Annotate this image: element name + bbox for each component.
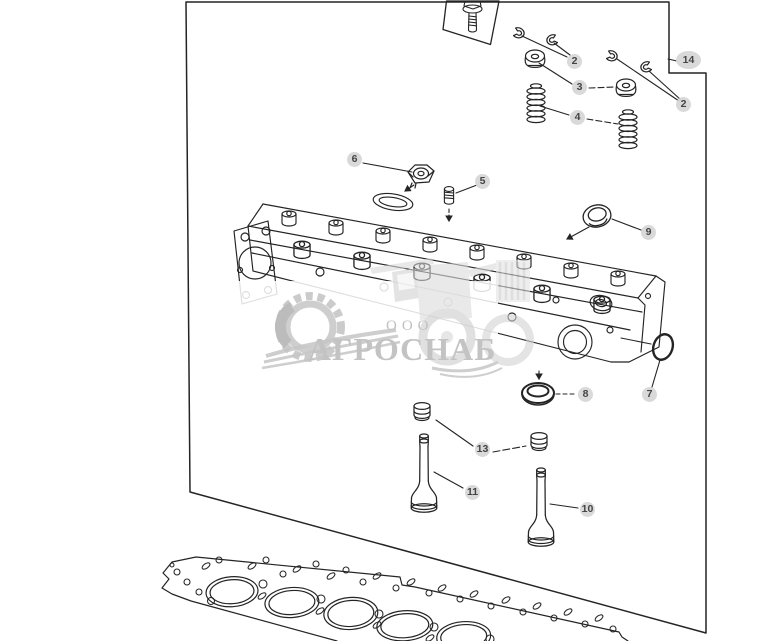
callout-8: 8: [578, 387, 593, 402]
callout-11: 11: [465, 485, 480, 500]
panel-border: [185, 1, 707, 634]
hex-plug: [407, 164, 435, 189]
callout-10: 10: [580, 502, 595, 517]
cup-plug: [582, 204, 612, 228]
hex-bolt: [462, 0, 483, 33]
set-screw: [443, 186, 455, 205]
watermark-company-name: АГРОСНАБ: [308, 331, 497, 367]
bolt-inset-box: [442, 0, 500, 46]
seal-ring: [521, 382, 555, 406]
callout-3: 3: [572, 80, 587, 95]
callout-2-second-pair: 2: [676, 97, 691, 112]
callout-5: 5: [475, 174, 490, 189]
leader-lines: [362, 35, 682, 509]
head-gasket: [161, 556, 629, 641]
callout-14: 14: [676, 51, 701, 69]
callout-7: 7: [642, 387, 657, 402]
callout-4: 4: [570, 110, 585, 125]
o-ring: [651, 333, 675, 361]
callout-13: 13: [475, 442, 490, 457]
callout-6: 6: [347, 152, 362, 167]
callout-2-first-pair: 2: [567, 54, 582, 69]
callout-9: 9: [641, 225, 656, 240]
